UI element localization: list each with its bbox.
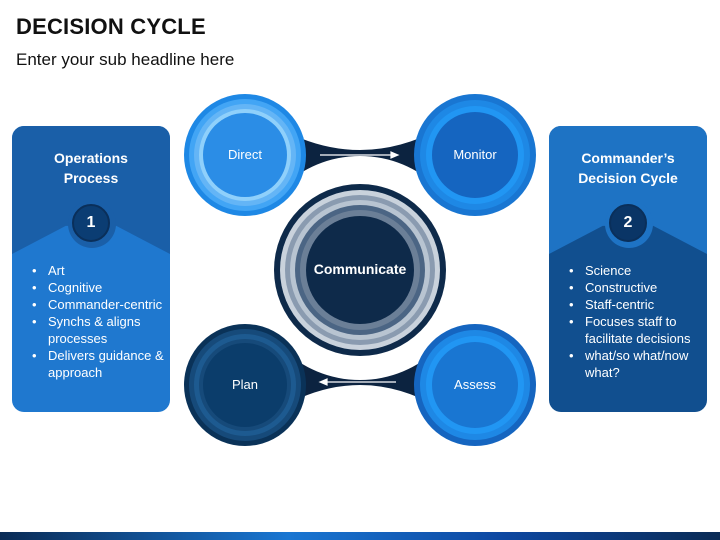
- arrow-plan-to-direct: [239, 234, 247, 300]
- footer-bar: [0, 532, 720, 540]
- panel-title-line1: Commander’s: [581, 150, 675, 166]
- direct-label: Direct: [228, 147, 262, 162]
- bullet-item: Synchs & aligns processes: [32, 313, 170, 347]
- bullet-item: Commander-centric: [32, 296, 170, 313]
- bullet-item: Science: [569, 262, 707, 279]
- bullet-item: Focuses staff to facilitate decisions: [569, 313, 707, 347]
- number-badge: 1: [72, 204, 110, 242]
- commanders-decision-cycle-panel: Commander’s Decision Cycle 2 Science Con…: [549, 126, 707, 412]
- communicate-label: Communicate: [313, 261, 407, 277]
- arrow-assess-to-plan: [318, 378, 396, 386]
- number-badge: 2: [609, 204, 647, 242]
- bullet-item: what/so what/now what?: [569, 347, 707, 381]
- bullet-item: Delivers guidance & approach: [32, 347, 170, 381]
- operations-process-panel: Operations Process 1 Art Cognitive Comma…: [12, 126, 170, 412]
- arrow-monitor-to-assess: [467, 240, 475, 310]
- monitor-node: [414, 94, 536, 216]
- bullet-item: Staff-centric: [569, 296, 707, 313]
- panel-title: Commander’s Decision Cycle: [549, 148, 707, 188]
- page-subtitle: Enter your sub headline here: [16, 50, 235, 69]
- plan-label: Plan: [231, 377, 259, 392]
- assess-node: [414, 324, 536, 446]
- page-title: DECISION CYCLE: [16, 14, 206, 39]
- communicate-node: [274, 184, 446, 356]
- arrow-direct-to-monitor: [320, 151, 400, 159]
- bullet-list: Science Constructive Staff-centric Focus…: [549, 262, 707, 381]
- bullet-item: Art: [32, 262, 170, 279]
- panel-title-line2: Decision Cycle: [578, 170, 678, 186]
- bullet-list: Art Cognitive Commander-centric Synchs &…: [12, 262, 170, 381]
- assess-label: Assess: [454, 377, 496, 392]
- panel-title: Operations Process: [12, 148, 170, 188]
- plan-node: [184, 324, 306, 446]
- direct-node: [184, 94, 306, 216]
- panel-title-line2: Process: [63, 170, 119, 186]
- monitor-label: Monitor: [453, 147, 497, 162]
- panel-title-line1: Operations: [54, 150, 128, 166]
- bullet-item: Cognitive: [32, 279, 170, 296]
- bullet-item: Constructive: [569, 279, 707, 296]
